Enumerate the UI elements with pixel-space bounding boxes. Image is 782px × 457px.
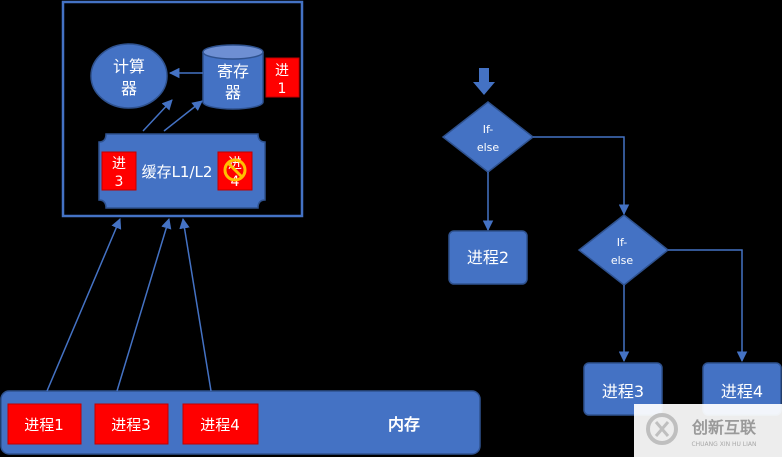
blocked-icon [223, 158, 247, 182]
memory-to-cache-arrow-1 [46, 218, 122, 392]
process4-label: 进程4 [721, 382, 763, 401]
memory-process-label-2: 进程3 [111, 416, 151, 434]
memory-to-cache-arrow-2 [116, 217, 172, 392]
watermark-logo-icon [646, 413, 678, 445]
register-label-line2: 器 [225, 83, 241, 102]
decision1-to-decision2-arrow [533, 136, 630, 216]
memory-to-cache-arrow-3 [179, 217, 212, 392]
cpu-box [61, 0, 304, 218]
cache-process-box-a: 进 3 [101, 151, 137, 191]
cache-process-b-line2: 4 [231, 174, 240, 190]
cache-label: 缓存L1/L2 [142, 163, 213, 181]
process2-label: 进程2 [467, 248, 509, 267]
decision-2-label-line1: If- [617, 236, 628, 249]
process3-box: 进程3 [583, 362, 663, 416]
register-label-line1: 寄存 [217, 62, 249, 81]
watermark-sub: CHUANG XIN HU LIAN [691, 441, 756, 448]
register-process-label-line1: 进 [275, 63, 289, 79]
decision-2-label-line2: else [611, 254, 634, 267]
watermark-brand: 创新互联 [691, 418, 756, 437]
register-unit: 寄存 器 [202, 44, 264, 110]
watermark: 创新互联 CHUANG XIN HU LIAN [634, 404, 782, 457]
register-process-label-line2: 1 [278, 81, 287, 97]
register-process-box: 进 1 [265, 57, 300, 98]
process3-label: 进程3 [602, 382, 644, 401]
entry-arrow-icon [473, 68, 495, 95]
memory-process-label-1: 进程1 [24, 416, 64, 434]
compute-unit: 计算 器 [90, 43, 168, 109]
cache-to-register-arrow [163, 100, 203, 132]
memory-process-box-3: 进程4 [182, 403, 259, 445]
memory-process-box-2: 进程3 [94, 403, 169, 445]
memory-label: 内存 [388, 415, 420, 434]
cache-process-a-line1: 进 [112, 156, 126, 172]
decision-1-label-line2: else [477, 141, 500, 154]
memory-process-box-1: 进程1 [7, 403, 82, 445]
decision-1-label-line1: If- [483, 123, 494, 136]
process2-box: 进程2 [448, 230, 528, 285]
compute-label-line2: 器 [121, 79, 137, 98]
decision-diamond-2: If- else [577, 214, 670, 286]
cache-process-a-line2: 3 [115, 174, 124, 190]
compute-label-line1: 计算 [113, 57, 145, 76]
cache-process-box-b: 进 4 [217, 151, 253, 191]
memory-process-label-3: 进程4 [200, 416, 240, 434]
cache-to-compute-arrow [142, 99, 173, 132]
process4-box: 进程4 [702, 362, 782, 416]
decision2-to-process4-arrow [668, 249, 748, 363]
decision-diamond-1: If- else [441, 101, 535, 173]
